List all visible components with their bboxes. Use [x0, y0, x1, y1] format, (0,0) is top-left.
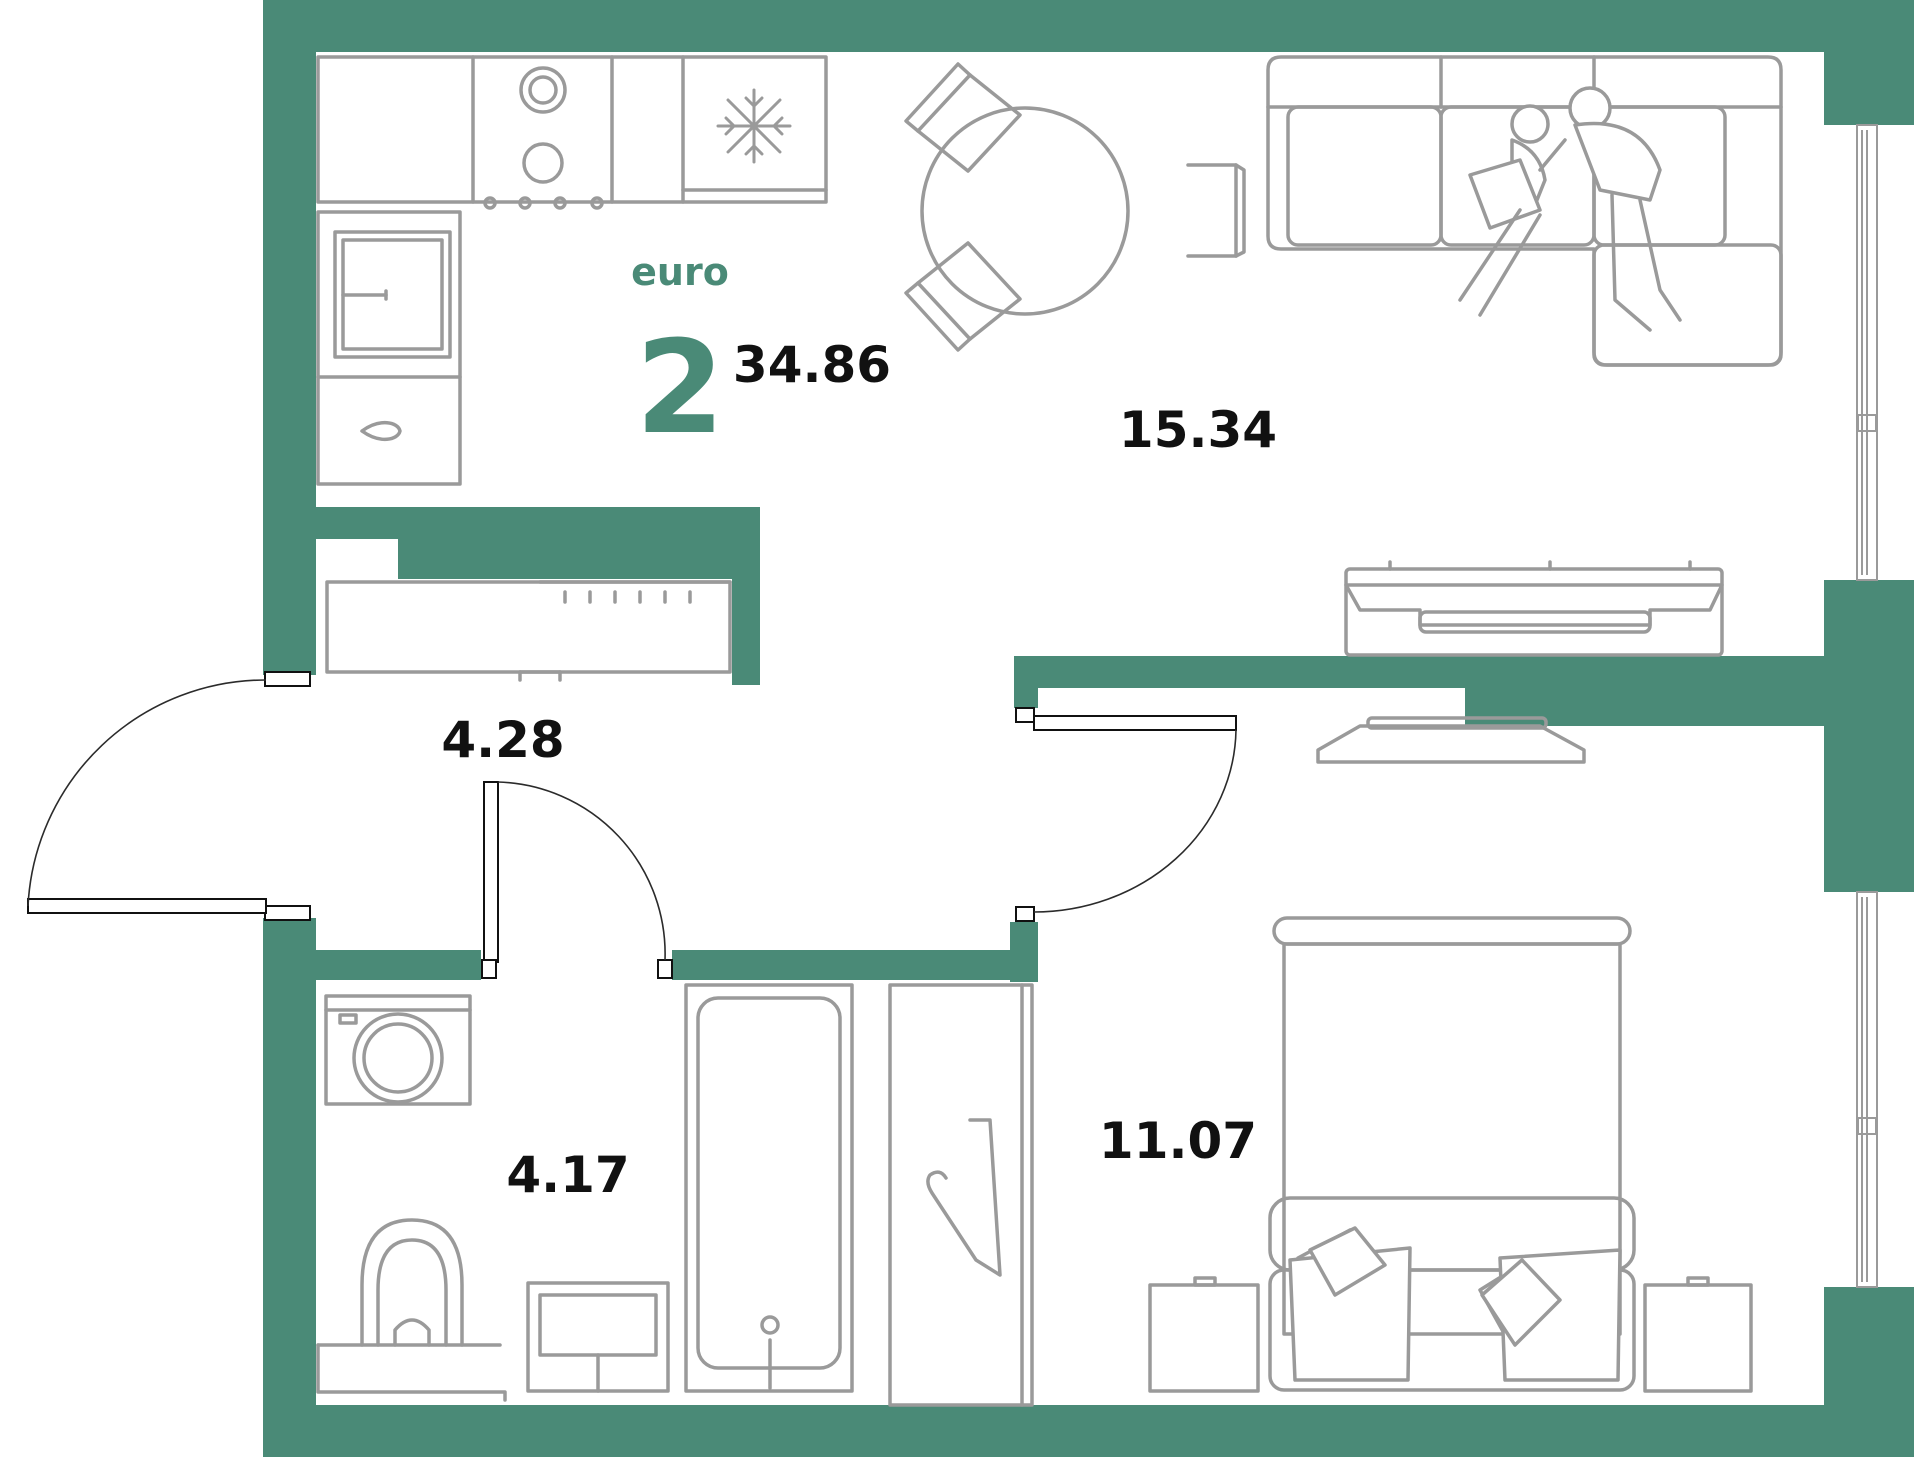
total-area: 34.86 [733, 336, 891, 394]
hall-wardrobe [325, 580, 732, 682]
entrance-door-frame-top [264, 671, 311, 687]
bedroom-door-swing [1033, 729, 1237, 913]
bath-door-jamb-right [657, 959, 673, 979]
hanger-icon [926, 1118, 1002, 1277]
living-window [1856, 124, 1878, 581]
bedroom-door-jamb-bottom [1015, 906, 1035, 922]
bath-door-leaf [483, 781, 499, 963]
bed [1268, 916, 1636, 1392]
bedroom-door-jamb-top [1015, 707, 1035, 723]
bedroom-wardrobe [888, 983, 1034, 1407]
walls [263, 0, 1914, 1457]
bathroom-pipe [316, 1343, 507, 1402]
kitchen-counter-left [316, 210, 462, 486]
bedroom-window [1856, 891, 1878, 1288]
entrance-door-frame-bottom [264, 905, 311, 921]
snowflake-icon [716, 88, 792, 164]
bathtub [684, 983, 854, 1393]
area-bath: 4.17 [506, 1146, 629, 1204]
nightstand-right [1643, 1276, 1753, 1393]
bath-door-jamb-left [481, 959, 497, 979]
area-hall: 4.28 [441, 711, 564, 769]
plan-type-label: euro [631, 250, 729, 294]
entrance-door-leaf [27, 898, 267, 914]
rooms-count: 2 [635, 314, 724, 463]
dining-chair-right [1186, 163, 1246, 258]
tv-stand [1344, 560, 1724, 657]
dining-chair-top-left [904, 62, 1022, 173]
area-living: 15.34 [1119, 401, 1277, 459]
windows [1856, 124, 1878, 1288]
stove [483, 66, 604, 210]
toilet [316, 1218, 502, 1347]
labels: euro 2 34.86 15.34 4.28 4.17 11.07 [441, 250, 1277, 1204]
cooktop-icon [360, 421, 402, 441]
entrance-door-swing [27, 679, 267, 907]
dining-table [904, 62, 1246, 352]
bedroom-door-leaf [1033, 715, 1237, 731]
dining-chair-bottom-left [904, 241, 1022, 352]
washing-machine [324, 994, 472, 1106]
people-icon [1458, 86, 1682, 332]
bath-door-swing [497, 781, 666, 961]
kitchen-counter-top [316, 55, 828, 210]
doors [27, 671, 1237, 979]
nightstand-left [1148, 1276, 1260, 1393]
sink [333, 230, 452, 359]
bedroom-tv [1316, 716, 1586, 764]
area-bedroom: 11.07 [1099, 1112, 1257, 1170]
sink-cabinet [526, 1281, 670, 1393]
